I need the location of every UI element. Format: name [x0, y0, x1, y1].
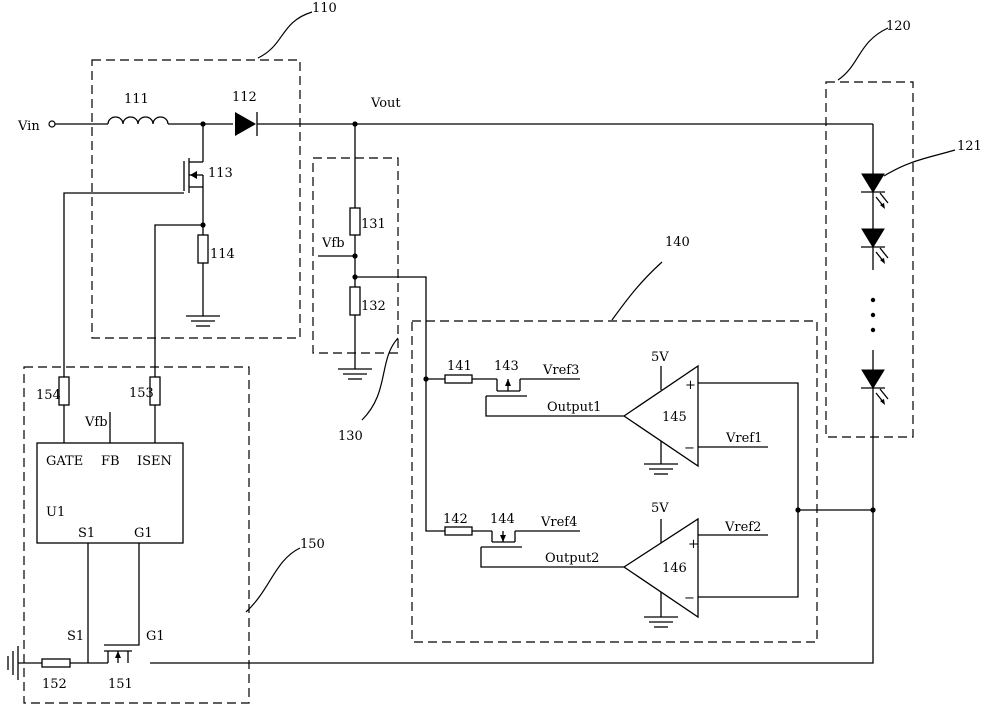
led-3: [861, 369, 889, 405]
resistor-152-label: 152: [42, 677, 67, 692]
diode-112: [235, 112, 258, 136]
net-g1-label: G1: [146, 629, 165, 644]
resistor-142: [444, 526, 473, 536]
switch-144-label: 144: [490, 512, 515, 527]
vin-label: Vin: [17, 119, 40, 134]
mosfet-151: [104, 644, 132, 663]
ground-130: [338, 368, 372, 380]
resistor-153-label: 153: [129, 386, 154, 401]
resistor-154-label: 154: [36, 388, 61, 403]
pin-isen-label: ISEN: [137, 454, 172, 469]
vfb-node-label: Vfb: [321, 236, 345, 251]
block-130-label: 130: [338, 429, 363, 444]
pin-s1-label: S1: [78, 526, 95, 541]
pin-fb-label: FB: [101, 454, 120, 469]
vref3-label: Vref3: [542, 363, 579, 378]
vout-label: Vout: [370, 96, 401, 111]
resistor-131-label: 131: [361, 217, 386, 232]
comp-145-plus: +: [685, 378, 696, 393]
resistor-141-label: 141: [447, 359, 472, 374]
leader-121: [883, 149, 956, 177]
ground-145: [644, 463, 678, 475]
net-s1-label: S1: [67, 629, 84, 644]
block-120-label: 120: [886, 19, 911, 34]
block-110-label: 110: [312, 1, 337, 16]
mosfet-113-label: 113: [208, 166, 233, 181]
leader-130: [361, 337, 399, 421]
led-121-label: 121: [957, 139, 982, 154]
led-block-frame: [825, 81, 914, 438]
switch-143: [486, 378, 580, 397]
comparator-145: [622, 364, 699, 468]
pin-g1-label: G1: [134, 526, 153, 541]
resistor-132-label: 132: [361, 299, 386, 314]
comparator-146: [622, 517, 699, 619]
inductor-111: [107, 116, 169, 125]
vref1-label: Vref1: [725, 431, 762, 446]
leader-120: [837, 27, 889, 81]
leader-140: [611, 261, 663, 321]
leader-110: [257, 11, 313, 59]
resistor-141: [444, 374, 473, 384]
resistor-114: [197, 225, 209, 316]
led-2: [861, 228, 889, 264]
comp-145-minus: −: [684, 441, 695, 456]
comp-146-minus: −: [684, 591, 695, 606]
comp-145-label: 145: [662, 410, 687, 425]
mosfet-151-label: 151: [108, 677, 133, 692]
resistor-132: [349, 286, 361, 316]
compare-block-frame: [411, 320, 818, 643]
boost-block-frame: [91, 59, 301, 339]
inductor-label: 111: [124, 92, 149, 107]
switch-144: [481, 530, 580, 548]
vref2-label: Vref2: [724, 520, 761, 535]
pin-gate-label: GATE: [46, 454, 83, 469]
block-150-label: 150: [300, 537, 325, 552]
resistor-152: [41, 658, 71, 668]
ground-114: [186, 315, 220, 327]
control-block-frame: [23, 366, 250, 704]
mosfet-113: [183, 124, 204, 225]
comp-146-plus: +: [688, 537, 699, 552]
vref4-label: Vref4: [540, 515, 577, 530]
block-140-label: 140: [665, 235, 690, 250]
vfb-pin-label: Vfb: [84, 415, 108, 430]
output2-label: Output2: [545, 551, 599, 566]
ground-146: [644, 616, 678, 628]
vin-terminal: [48, 120, 56, 128]
resistor-114-label: 114: [210, 247, 235, 262]
supply-145-label: 5V: [651, 350, 669, 365]
controller-ic-u1: [36, 442, 184, 544]
output1-label: Output1: [547, 400, 601, 415]
ic-name-label: U1: [46, 505, 65, 520]
comp-146-label: 146: [662, 561, 687, 576]
leader-150: [245, 547, 301, 613]
supply-146-label: 5V: [651, 501, 669, 516]
led-1: [861, 173, 889, 209]
resistor-131: [349, 207, 361, 236]
switch-143-label: 143: [494, 359, 519, 374]
resistor-142-label: 142: [443, 512, 468, 527]
ground-main: [7, 646, 19, 680]
diode-label: 112: [232, 90, 257, 105]
